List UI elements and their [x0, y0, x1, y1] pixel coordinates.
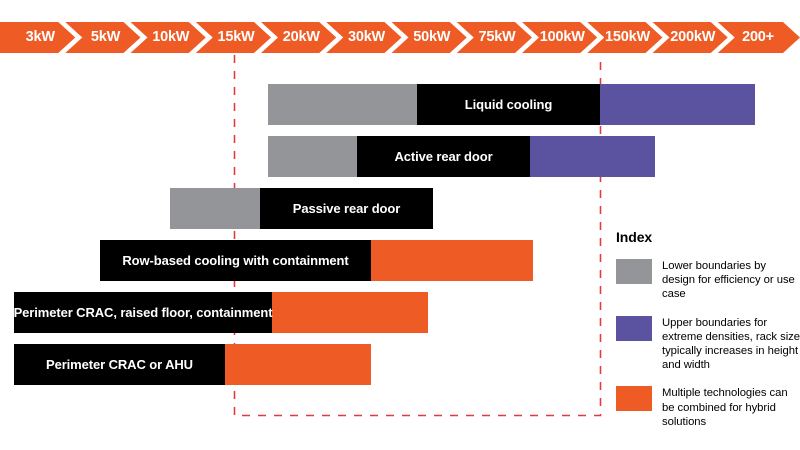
scale-chevron-divider [710, 22, 735, 53]
bar-row-label: Active rear door [394, 149, 493, 164]
legend-item: Multiple technologies can be combined fo… [616, 386, 800, 429]
lower-boundary-segment [268, 84, 417, 125]
scale-chevron-divider [515, 22, 539, 53]
bar-row[interactable]: Passive rear door [170, 188, 433, 229]
lower-boundary-segment [268, 136, 357, 177]
upper-boundary-segment [530, 136, 655, 177]
legend-color-swatch [616, 386, 652, 412]
legend-item: Upper boundaries for extreme densities, … [616, 315, 800, 373]
bar-row[interactable]: Row-based cooling with containment [100, 240, 533, 281]
technology-range-segment: Perimeter CRAC or AHU [14, 344, 225, 385]
hybrid-solution-segment [272, 292, 428, 333]
bar-row-label: Perimeter CRAC or AHU [46, 357, 193, 372]
bar-row[interactable]: Perimeter CRAC or AHU [14, 344, 371, 385]
technology-range-segment: Perimeter CRAC, raised floor, containmen… [14, 292, 273, 333]
legend-item-list: Lower boundaries by design for efficienc… [616, 259, 800, 429]
scale-chevron-divider [123, 22, 148, 53]
scale-chevron-divider [449, 22, 474, 53]
scale-chevron-divider [645, 22, 670, 53]
scale-chevron-divider [188, 22, 213, 53]
bar-row[interactable]: Active rear door [268, 136, 655, 177]
technology-range-segment: Passive rear door [260, 188, 433, 229]
hybrid-solution-segment [225, 344, 371, 385]
scale-chevron-divider [58, 22, 83, 53]
legend-title: Index [616, 229, 653, 245]
legend-index: Index Lower boundaries by design for eff… [616, 229, 800, 443]
technology-range-segment: Row-based cooling with containment [100, 240, 371, 281]
legend-item-text: Lower boundaries by design for efficienc… [662, 260, 795, 301]
bar-row[interactable]: Liquid cooling [268, 84, 755, 125]
legend-color-swatch [616, 259, 652, 284]
hybrid-solution-segment [371, 240, 533, 281]
bar-row-label: Row-based cooling with containment [122, 253, 349, 268]
scale-chevron-divider [384, 22, 409, 53]
legend-color-swatch [616, 315, 652, 341]
bar-row-label: Perimeter CRAC, raised floor, containmen… [13, 305, 273, 320]
scale-chevron-divider [319, 22, 344, 53]
power-scale-band [0, 22, 800, 53]
scale-chevron-divider [580, 22, 605, 53]
lower-boundary-segment [170, 188, 260, 229]
upper-boundary-segment [600, 84, 755, 125]
scale-chevron-divider [254, 22, 278, 53]
technology-range-segment: Liquid cooling [417, 84, 600, 125]
bar-row-label: Liquid cooling [464, 97, 553, 112]
legend-item-text: Multiple technologies can be combined fo… [662, 387, 788, 428]
legend-item: Lower boundaries by design for efficienc… [616, 259, 800, 302]
legend-item-text: Upper boundaries for extreme densities, … [662, 316, 800, 372]
scale-arrow-shape [0, 22, 800, 53]
technology-range-segment: Active rear door [357, 136, 530, 177]
bar-row-label: Passive rear door [292, 201, 401, 216]
bar-row[interactable]: Perimeter CRAC, raised floor, containmen… [14, 292, 428, 333]
